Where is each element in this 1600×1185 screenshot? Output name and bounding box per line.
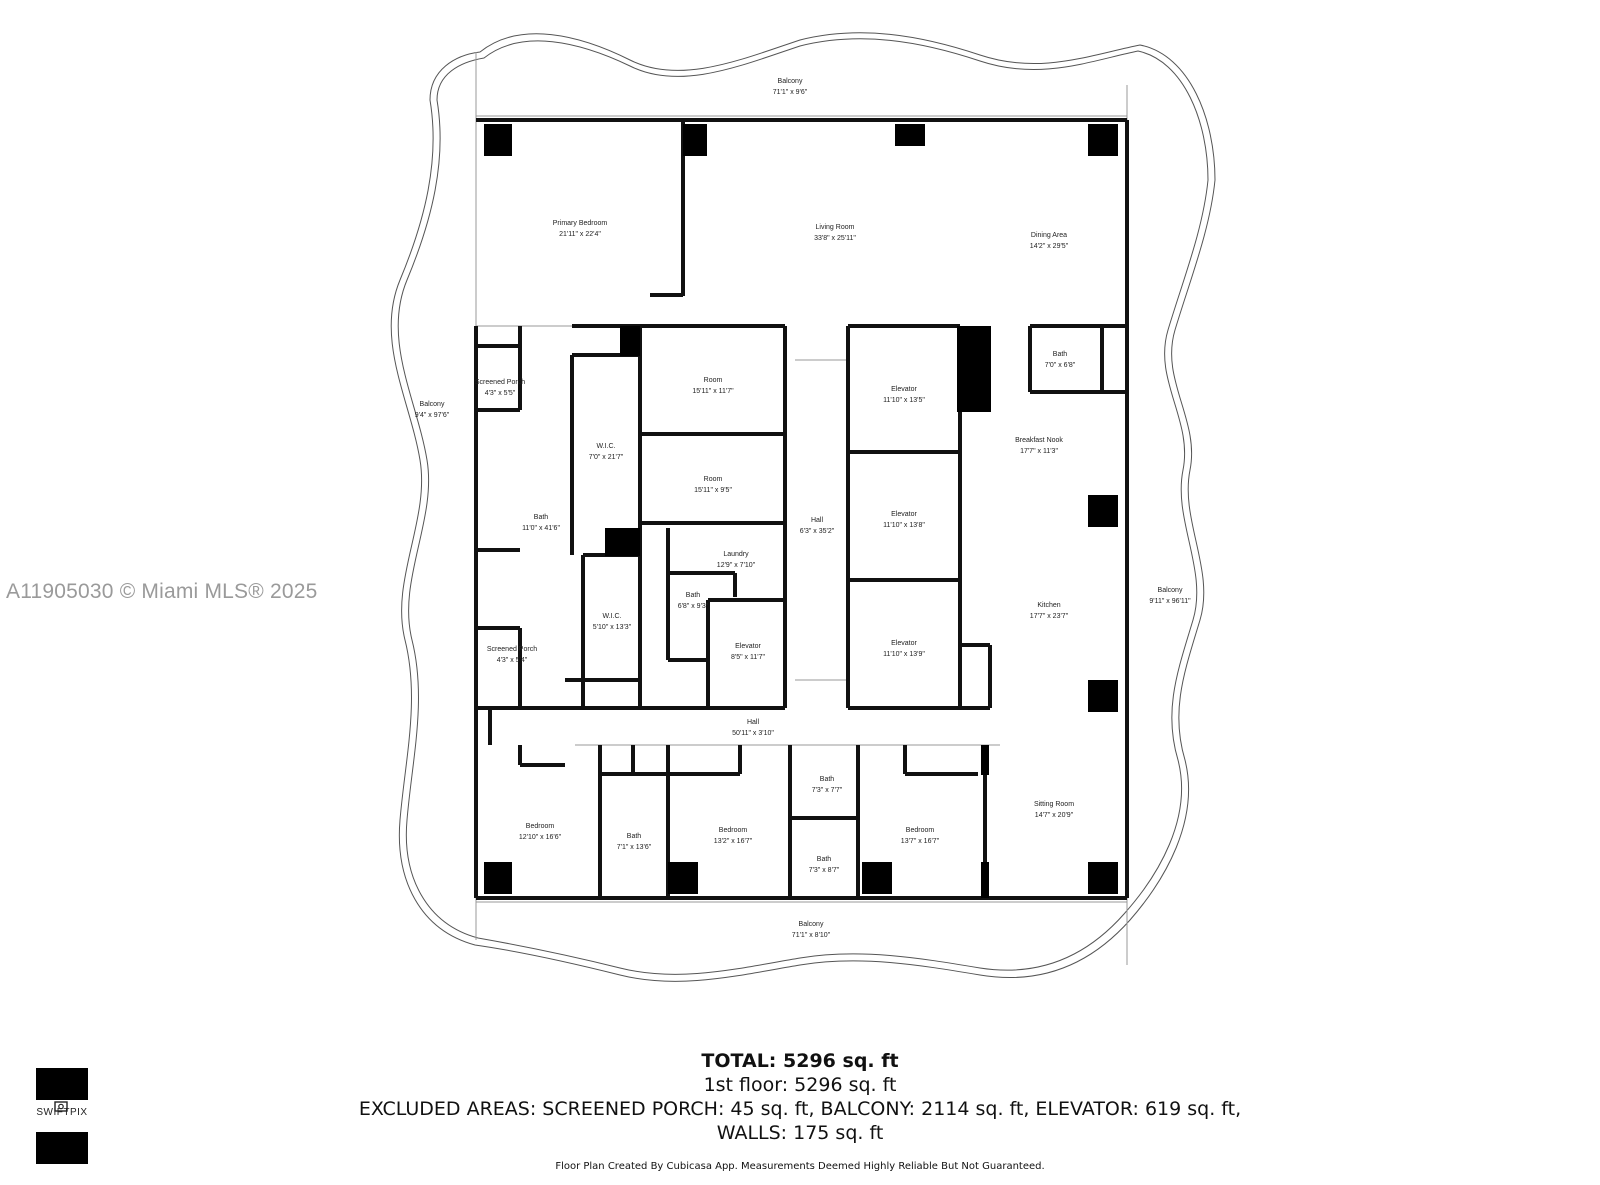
- size-hall-vertical: 6'3" x 35'2": [800, 528, 835, 535]
- label-bath-small: Bath: [686, 592, 701, 599]
- floor-plan: Balcony 71'1" x 9'6" Primary Bedroom 21'…: [390, 32, 1216, 982]
- size-bath-left: 11'0" x 41'6": [522, 525, 560, 532]
- label-wic-1: W.I.C.: [596, 443, 615, 450]
- label-hall-vertical: Hall: [811, 517, 824, 524]
- label-bedroom-1: Bedroom: [526, 823, 555, 830]
- label-bath-left: Bath: [534, 514, 549, 521]
- size-elevator-1: 11'10" x 13'5": [883, 397, 925, 404]
- size-wic-2: 5'10" x 13'3": [593, 624, 632, 631]
- label-laundry: Laundry: [723, 551, 749, 558]
- label-breakfast-nook: Breakfast Nook: [1015, 437, 1063, 444]
- size-screened-porch-1: 4'3" x 5'5": [485, 390, 516, 397]
- label-wic-2: W.I.C.: [602, 613, 621, 620]
- size-balcony-left: 9'4" x 97'6": [415, 412, 450, 419]
- size-breakfast-nook: 17'7" x 11'3": [1020, 448, 1058, 455]
- size-primary-bedroom: 21'11" x 22'4": [559, 231, 601, 238]
- size-sitting-room: 14'7" x 20'9": [1035, 812, 1074, 819]
- size-bedroom-1: 12'10" x 16'6": [519, 834, 562, 841]
- size-wic-1: 7'0" x 21'7": [589, 454, 624, 461]
- size-dining-area: 14'2" x 29'5": [1030, 243, 1069, 250]
- label-bath-bottom-1: Bath: [627, 833, 642, 840]
- label-balcony-top: Balcony: [778, 78, 803, 85]
- size-bath-top-right: 7'0" x 6'8": [1045, 362, 1076, 369]
- label-room-1: Room: [704, 377, 723, 384]
- disclaimer: Floor Plan Created By Cubicasa App. Meas…: [555, 1161, 1045, 1172]
- label-living-room: Living Room: [816, 224, 855, 231]
- label-elevator-3: Elevator: [735, 643, 761, 650]
- size-balcony-top: 71'1" x 9'6": [773, 89, 808, 96]
- size-elevator-3: 8'5" x 11'7": [731, 654, 765, 661]
- label-dining-area: Dining Area: [1031, 232, 1067, 239]
- label-elevator-4: Elevator: [891, 640, 917, 647]
- label-hall-horizontal: Hall: [747, 719, 760, 726]
- room-labels: Balcony 71'1" x 9'6" Primary Bedroom 21'…: [415, 78, 1191, 939]
- balcony-outline: [390, 32, 1216, 982]
- size-screened-porch-2: 4'3" x 5'4": [497, 657, 528, 664]
- size-elevator-2: 11'10" x 13'8": [883, 522, 925, 529]
- size-laundry: 12'9" x 7'10": [717, 562, 756, 569]
- size-room-2: 15'11" x 9'5": [694, 487, 732, 494]
- size-bath-mid-2: 7'3" x 8'7": [809, 867, 840, 874]
- label-balcony-bottom: Balcony: [799, 921, 824, 928]
- size-bedroom-3: 13'7" x 16'7": [901, 838, 940, 845]
- label-bath-mid-1: Bath: [820, 776, 835, 783]
- structural-columns: [484, 124, 1118, 898]
- mls-watermark: A11905030 © Miami MLS® 2025: [6, 580, 318, 603]
- size-bath-small: 6'8" x 9'3": [678, 603, 709, 610]
- excluded-areas: EXCLUDED AREAS: SCREENED PORCH: 45 sq. f…: [358, 1098, 1242, 1120]
- size-bath-bottom-1: 7'1" x 13'6": [617, 844, 652, 851]
- walls-area: WALLS: 175 sq. ft: [716, 1122, 884, 1144]
- label-bedroom-3: Bedroom: [906, 827, 935, 834]
- label-sitting-room: Sitting Room: [1034, 801, 1074, 808]
- logo-bottom-block: [36, 1132, 88, 1164]
- size-balcony-right: 9'11" x 96'11": [1149, 598, 1191, 605]
- label-screened-porch-1: Screened Porch: [475, 379, 525, 386]
- size-bedroom-2: 13'2" x 16'7": [714, 838, 753, 845]
- label-kitchen: Kitchen: [1037, 602, 1060, 609]
- logo-top-block: [36, 1068, 88, 1100]
- label-bedroom-2: Bedroom: [719, 827, 748, 834]
- label-primary-bedroom: Primary Bedroom: [553, 220, 608, 227]
- size-elevator-4: 11'10" x 13'9": [883, 651, 925, 658]
- total-area: TOTAL: 5296 sq. ft: [701, 1050, 899, 1072]
- label-bath-top-right: Bath: [1053, 351, 1068, 358]
- size-kitchen: 17'7" x 23'7": [1030, 613, 1069, 620]
- size-room-1: 15'11" x 11'7": [692, 388, 734, 395]
- camera-icon: [54, 1101, 68, 1112]
- label-elevator-2: Elevator: [891, 511, 917, 518]
- floor1-area: 1st floor: 5296 sq. ft: [703, 1074, 897, 1096]
- label-elevator-1: Elevator: [891, 386, 917, 393]
- label-bath-mid-2: Bath: [817, 856, 832, 863]
- size-bath-mid-1: 7'3" x 7'7": [812, 787, 843, 794]
- size-living-room: 33'8" x 25'11": [814, 235, 856, 242]
- label-room-2: Room: [704, 476, 723, 483]
- label-screened-porch-2: Screened Porch: [487, 646, 537, 653]
- size-hall-horizontal: 50'11" x 3'10": [732, 730, 774, 737]
- size-balcony-bottom: 71'1" x 8'10": [792, 932, 831, 939]
- label-balcony-left: Balcony: [420, 401, 445, 408]
- label-balcony-right: Balcony: [1158, 587, 1183, 594]
- logo-text: SWIFTPIX: [36, 1107, 88, 1118]
